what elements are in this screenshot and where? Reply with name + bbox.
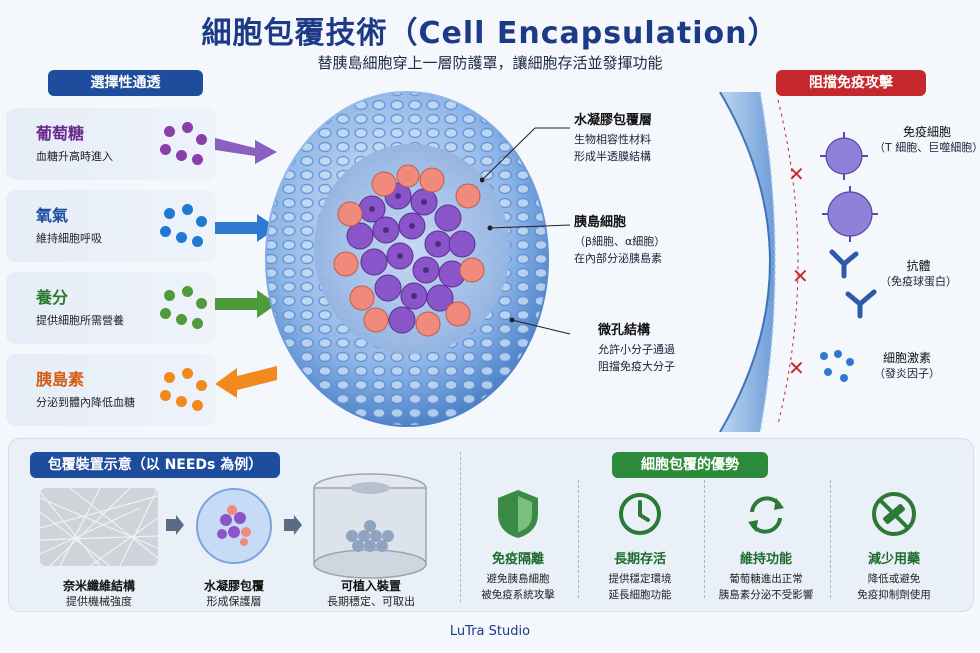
clock-icon	[619, 493, 661, 535]
advantage-4-title: 減少用藥	[867, 552, 920, 567]
nutrient-card: 養分 提供細胞所需營養	[6, 272, 216, 344]
islet-cells	[333, 164, 485, 337]
hydrogel-bead-desc: 形成保護層	[206, 595, 262, 608]
glucose-arrow	[215, 138, 277, 164]
selective-heading: 選擇性通透	[48, 70, 203, 96]
nutrient-dots	[156, 284, 216, 332]
immune-heading: 阻擋免疫攻擊	[776, 70, 926, 96]
advantage-1-title: 免疫隔離	[491, 552, 544, 567]
advantage-3-line-2: 胰島素分泌不受影響	[718, 589, 814, 601]
footer-credit: LuTra Studio	[449, 624, 531, 639]
immune-cell-title: 免疫細胞	[902, 125, 951, 139]
advantage-maintain-function: 維持功能 葡萄糖進出正常胰島素分泌不受影響	[706, 488, 826, 603]
antibody-label: 抗體 （免疫球蛋白）	[880, 258, 957, 290]
islet-line-2: 在內部分泌胰島素	[574, 252, 662, 265]
insulin-desc: 分泌到體內降低血糖	[36, 396, 135, 409]
advantage-2-line-2: 延長細胞功能	[608, 589, 672, 601]
adv-divider-1	[578, 480, 579, 598]
micropore-line-1: 允許小分子通過	[598, 343, 675, 356]
adv-divider-2	[704, 480, 705, 598]
hydrogel-line-2: 形成半透膜結構	[574, 150, 651, 163]
oxygen-arrow	[215, 214, 277, 242]
hydrogel-line-1: 生物相容性材料	[574, 133, 651, 146]
antibody-title: 抗體	[906, 259, 931, 273]
immune-cell-icons	[820, 132, 878, 242]
insulin-arrow	[215, 366, 277, 398]
advantage-1-line-1: 避免胰島細胞	[486, 573, 550, 585]
advantage-2-line-1: 提供穩定環境	[608, 573, 672, 585]
micropore-callout: 微孔結構 允許小分子通過 阻擋免疫大分子	[598, 322, 675, 375]
block-mark-immune-cell: ✕	[788, 162, 805, 186]
immune-cell-label: 免疫細胞 （T 細胞、巨噬細胞）	[874, 124, 980, 156]
step-arrow-2	[284, 515, 302, 535]
antibody-desc: （免疫球蛋白）	[880, 275, 957, 288]
no-syringe-icon	[872, 492, 916, 536]
advantage-long-survival: 長期存活 提供穩定環境延長細胞功能	[580, 488, 700, 603]
page-title: 細胞包覆技術（Cell Encapsulation）	[201, 16, 779, 51]
insulin-card: 胰島素 分泌到體內降低血糖	[6, 354, 216, 426]
device-heading: 包覆裝置示意（以 NEEDs 為例）	[30, 452, 280, 478]
cytokine-label: 細胞激素 （發炎因子）	[874, 350, 940, 382]
islet-callout: 胰島細胞 （β細胞、α細胞） 在內部分泌胰島素	[574, 214, 665, 267]
oxygen-card: 氧氣 維持細胞呼吸	[6, 190, 216, 262]
insulin-dots	[156, 366, 216, 414]
hydrogel-title: 水凝膠包覆層	[574, 113, 653, 128]
cytokine-desc: （發炎因子）	[874, 367, 940, 380]
oxygen-dots	[156, 202, 216, 250]
implant-device-icon	[313, 473, 427, 579]
callout-lines	[480, 127, 571, 335]
nutrient-desc: 提供細胞所需營養	[36, 314, 124, 327]
advantage-immune-isolation: 免疫隔離 避免胰島細胞被免疫系統攻擊	[458, 488, 578, 603]
micropore-title: 微孔結構	[598, 323, 651, 338]
oxygen-title: 氧氣	[36, 206, 69, 225]
recycle-icon	[748, 496, 784, 534]
permeability-arrows	[215, 138, 277, 398]
implant-title: 可植入裝置	[340, 579, 401, 593]
antibody-icons	[829, 249, 877, 319]
hydrogel-bead-icon	[196, 488, 272, 564]
nutrient-title: 養分	[36, 288, 69, 307]
adv-divider-3	[830, 480, 831, 598]
glucose-dots	[156, 120, 216, 168]
advantage-2-title: 長期存活	[613, 552, 666, 567]
glucose-desc: 血糖升高時進入	[36, 150, 113, 163]
advantage-4-line-1: 降低或避免	[867, 573, 921, 585]
immune-cell-desc: （T 細胞、巨噬細胞）	[874, 141, 980, 154]
hydrogel-capsule	[265, 91, 549, 427]
hydrogel-bead-label: 水凝膠包覆 形成保護層	[176, 578, 292, 610]
step-arrow-1	[166, 515, 184, 535]
nanofiber-title: 奈米纖維結構	[62, 579, 135, 593]
membrane-cross-section	[719, 92, 799, 432]
cytokine-icons	[820, 350, 854, 382]
glucose-title: 葡萄糖	[36, 124, 85, 143]
implant-label: 可植入裝置 長期穩定、可取出	[306, 578, 436, 610]
implant-desc: 長期穩定、可取出	[327, 595, 415, 608]
advantage-1-line-2: 被免疫系統攻擊	[481, 589, 555, 601]
advantage-3-line-1: 葡萄糖進出正常	[729, 573, 803, 585]
cytokine-title: 細胞激素	[882, 351, 931, 365]
advantage-4-line-2: 免疫抑制劑使用	[857, 589, 931, 601]
nanofiber-desc: 提供機械強度	[66, 595, 132, 608]
advantage-reduce-medication: 減少用藥 降低或避免免疫抑制劑使用	[834, 488, 954, 603]
block-mark-antibody: ✕	[792, 264, 809, 288]
nutrient-arrow	[215, 290, 277, 318]
page-subtitle: 替胰島細胞穿上一層防護罩，讓細胞存活並發揮功能	[317, 54, 663, 72]
islet-title: 胰島細胞	[574, 215, 627, 230]
shield-icon	[498, 490, 538, 538]
section-divider	[460, 452, 461, 602]
nanofiber-icon	[40, 488, 158, 566]
advantages-heading: 細胞包覆的優勢	[612, 452, 768, 478]
nanofiber-label: 奈米纖維結構 提供機械強度	[40, 578, 158, 610]
block-mark-cytokine: ✕	[788, 356, 805, 380]
oxygen-desc: 維持細胞呼吸	[36, 232, 102, 245]
insulin-title: 胰島素	[36, 370, 85, 389]
advantage-3-title: 維持功能	[739, 552, 792, 567]
micropore-line-2: 阻擋免疫大分子	[598, 360, 675, 373]
glucose-card: 葡萄糖 血糖升高時進入	[6, 108, 216, 180]
hydrogel-callout: 水凝膠包覆層 生物相容性材料 形成半透膜結構	[574, 112, 652, 165]
islet-line-1: （β細胞、α細胞）	[574, 235, 666, 248]
hydrogel-bead-title: 水凝膠包覆	[203, 579, 264, 593]
